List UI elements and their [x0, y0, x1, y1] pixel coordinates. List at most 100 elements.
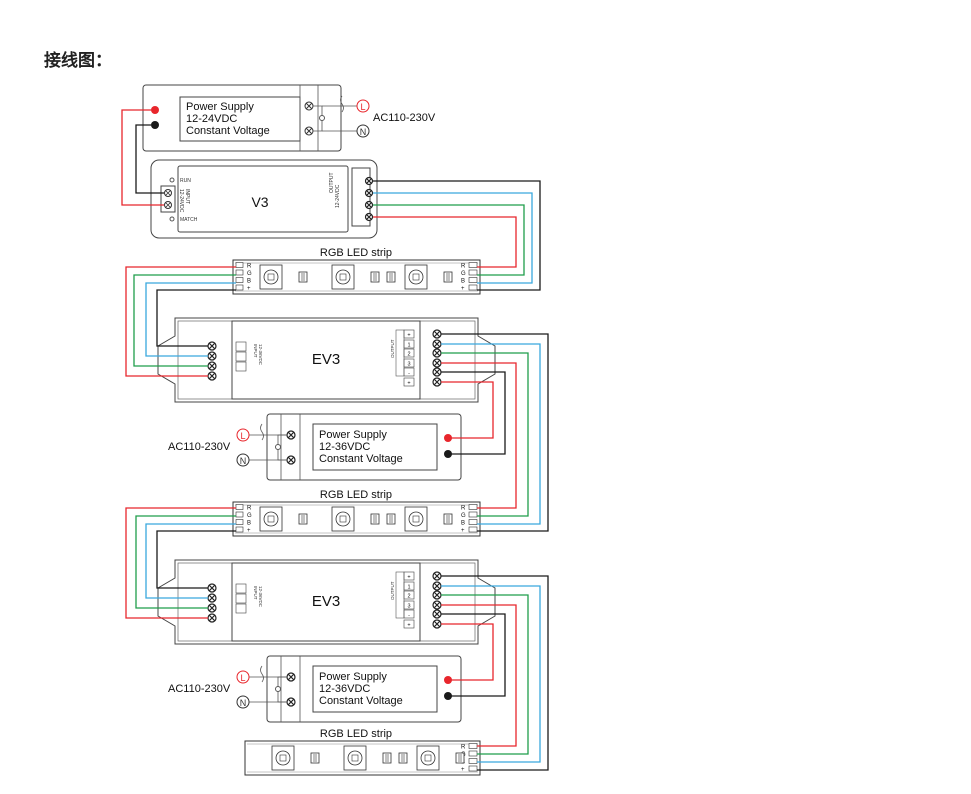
strip2-right-pin-G: G	[461, 513, 466, 519]
ev3a-input-terminal-+	[207, 341, 217, 351]
wire-strip2-b	[145, 523, 236, 599]
strip2-left-pin-R: R	[247, 506, 252, 512]
wire-strip1-g	[133, 274, 236, 367]
wire-v3-r	[373, 216, 517, 268]
ev3b-right-pin-6: +	[407, 623, 410, 629]
v3-output-terminals	[364, 176, 374, 222]
ev3b-input-terminal-+	[207, 583, 217, 593]
strip3-right-pin-R: R	[461, 745, 466, 751]
ev3a-input-label: INPUT	[253, 344, 258, 358]
psu2-l-icon	[236, 428, 250, 442]
psu2-line3: Constant Voltage	[319, 453, 403, 465]
wire-ev3a-b	[441, 343, 541, 525]
ev3a-right-pin-2: 1	[407, 343, 410, 349]
psu3-ac-label: AC110-230V	[168, 683, 231, 695]
ev3a-right-terminal-5	[432, 367, 442, 377]
psu2-ac-label: AC110-230V	[168, 441, 231, 453]
psu1-ac-label: AC110-230V	[373, 112, 436, 124]
ev3b-right-terminal-6	[432, 619, 442, 629]
v3-output-terminal-B	[364, 212, 374, 222]
wire-psu3-pos	[441, 623, 494, 681]
ev3a-right-pin-6: +	[407, 381, 410, 387]
wire-ev3b-plus	[441, 575, 549, 771]
strip1-resistor-1	[298, 271, 308, 283]
ev3b-input-terminal-3	[207, 613, 217, 623]
strip1-resistor-3	[386, 271, 396, 283]
ev3b-input-range: 12-36VDC	[258, 586, 263, 608]
v3-input-terminals	[164, 189, 172, 209]
strip3-led-3	[416, 745, 440, 771]
ev3a-output-label: OUTPUT	[390, 339, 395, 358]
v3-name: V3	[251, 194, 268, 210]
ev3b-name: EV3	[312, 593, 340, 610]
psu2-n-icon	[236, 453, 250, 467]
psu1-negative-terminal	[151, 121, 159, 129]
ev3b-input-terminal-1	[207, 593, 217, 603]
psu2-line2: 12-36VDC	[319, 441, 370, 453]
wire-strip1-plus	[156, 289, 236, 347]
wire-v3-g	[373, 204, 525, 276]
strip2-title: RGB LED strip	[320, 489, 392, 501]
strip1-right-pin-R: R	[461, 264, 466, 270]
wire-psu2-pos	[441, 381, 494, 439]
wire-strip2-r	[125, 507, 236, 619]
strip1-title: RGB LED strip	[320, 247, 392, 259]
v3-output-label: OUTPUT	[329, 172, 335, 193]
ev3b-right-pin-1: +	[407, 575, 410, 581]
psu2-l-label: L	[240, 431, 245, 441]
strip1-resistor-4	[443, 271, 453, 283]
psu1-positive-terminal	[151, 106, 159, 114]
wire-psu2-neg	[441, 371, 506, 455]
ev3a-right-terminal-4	[432, 358, 442, 368]
strip2-right-pin-R: R	[461, 506, 466, 512]
strip2-resistor-3	[386, 513, 396, 525]
ev3a-input-terminal-1	[207, 351, 217, 361]
ev3a-right-terminal-6	[432, 377, 442, 387]
psu3-n-icon	[236, 695, 250, 709]
v3-output-terminal-G	[364, 200, 374, 210]
v3-match-label: MATCH	[180, 217, 198, 223]
wire-psu1-neg	[135, 124, 164, 194]
psu3-n-terminal	[286, 697, 296, 707]
strip1-right-pin-+: +	[461, 286, 465, 292]
wire-strip2-plus	[156, 530, 236, 589]
ev3b-right-terminal-3	[432, 590, 442, 600]
v3-controller: V3 RUN MATCH INPUT 12-24VDC OUTPUT 12-24…	[150, 159, 378, 239]
strip1-left-pin-+: +	[247, 286, 251, 292]
strip2-resistor-2	[370, 513, 380, 525]
strip1-right-pin-B: B	[461, 279, 465, 285]
ev3b-right-terminal-5	[432, 609, 442, 619]
psu1-n-icon	[356, 124, 370, 138]
psu2-line1: Power Supply	[319, 429, 387, 441]
strip1-left-pin-R: R	[247, 264, 252, 270]
v3-output-terminal-R	[364, 188, 374, 198]
psu1-n-terminal	[304, 126, 314, 136]
ev3a-right-pin-4: 3	[407, 362, 410, 368]
ev3a-input-range: 12-36VDC	[258, 344, 263, 366]
psu3-l-label: L	[240, 673, 245, 683]
v3-run-label: RUN	[180, 178, 191, 184]
ev3a-right-pin-1: +	[407, 333, 410, 339]
v3-input-range: 12-24VDC	[178, 189, 184, 213]
strip2-left-pin-+: +	[247, 528, 251, 534]
psu2-n-label: N	[240, 456, 247, 466]
strip3-resistor-1	[310, 752, 320, 764]
psu1-line1: Power Supply	[186, 101, 254, 113]
strip2-led-2	[331, 506, 355, 532]
wire-ev3b-r	[441, 604, 517, 747]
ev3a-right-terminal-1	[432, 329, 442, 339]
strip2-right-pin-B: B	[461, 521, 465, 527]
v3-output-range: 12-24VDC	[335, 184, 341, 208]
ev3b-right-pin-3: 2	[407, 594, 410, 600]
psu1-line3: Constant Voltage	[186, 125, 270, 137]
wire-v3-b	[373, 192, 533, 284]
wire-ev3a-g	[441, 352, 529, 517]
ev3b-output-label: OUTPUT	[390, 581, 395, 600]
ev3b-right-pin-5: -	[408, 613, 410, 619]
ev3b-right-pin-4: 3	[407, 604, 410, 610]
